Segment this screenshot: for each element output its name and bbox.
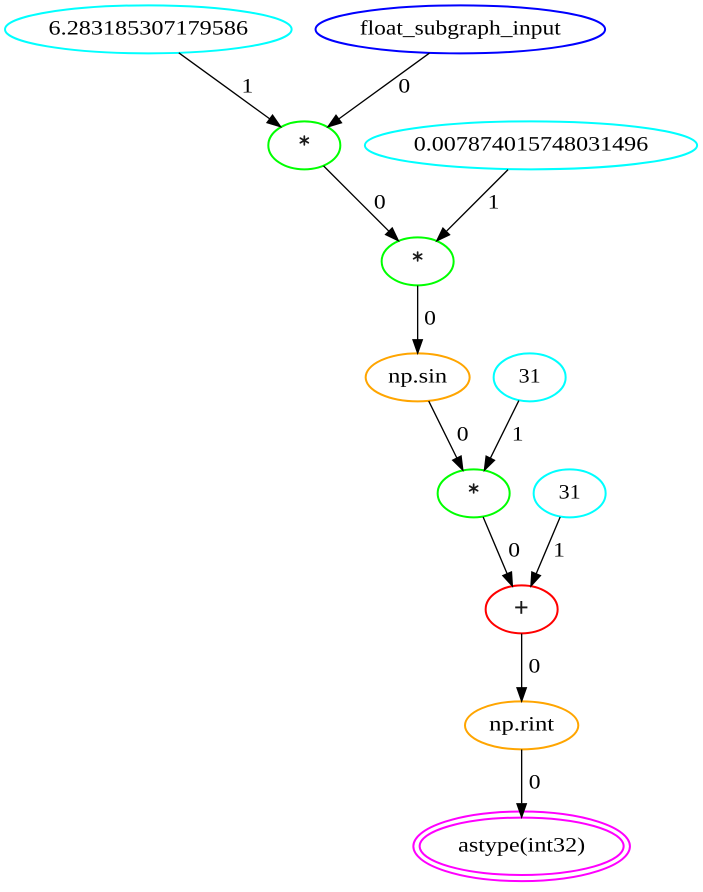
svg-text:0: 0 (457, 423, 469, 445)
svg-text:1: 1 (553, 539, 565, 561)
svg-text:1: 1 (488, 191, 500, 213)
svg-text:1: 1 (242, 75, 254, 97)
svg-text:31: 31 (519, 365, 541, 387)
svg-text:0: 0 (424, 307, 436, 329)
svg-text:np.rint: np.rint (489, 713, 554, 735)
svg-text:np.sin: np.sin (388, 365, 447, 387)
svg-text:astype(int32): astype(int32) (458, 835, 585, 857)
svg-text:0: 0 (398, 75, 410, 97)
svg-text:0: 0 (374, 191, 386, 213)
svg-text:0: 0 (529, 771, 541, 793)
svg-text:31: 31 (559, 481, 581, 503)
svg-text:0: 0 (508, 539, 520, 561)
svg-text:0: 0 (529, 655, 541, 677)
svg-text:6.283185307179586: 6.283185307179586 (49, 17, 249, 39)
svg-text:1: 1 (512, 423, 524, 445)
svg-text:0.007874015748031496: 0.007874015748031496 (414, 133, 649, 155)
svg-text:float_subgraph_input: float_subgraph_input (360, 17, 561, 39)
